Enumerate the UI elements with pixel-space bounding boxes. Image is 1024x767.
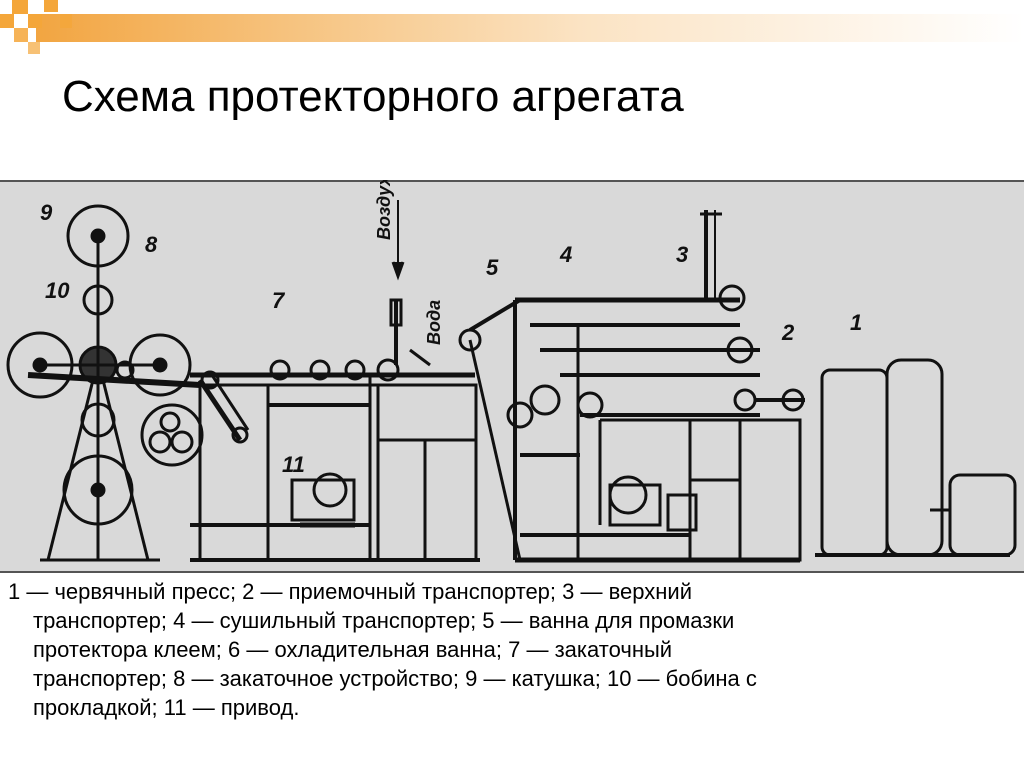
- drive: [290, 472, 356, 528]
- glue-bath: [458, 298, 561, 561]
- label-rolling-conveyor: 7: [272, 288, 286, 313]
- deco-square: [12, 0, 28, 14]
- slide-title: Схема протекторного агрегата: [62, 72, 684, 121]
- legend-line: транспортер; 4 — сушильный транспортер; …: [33, 608, 735, 633]
- rolling-device: [140, 370, 250, 467]
- label-drive: 11: [282, 452, 305, 477]
- label-upper-conveyor: 3: [676, 242, 688, 267]
- label-drying-conveyor: 4: [559, 242, 572, 267]
- legend-line: транспортер; 8 — закаточное устройство; …: [33, 666, 757, 691]
- label-glue-bath: 5: [486, 255, 499, 280]
- legend-line: 1 — червячный пресс; 2 — приемочный тран…: [8, 579, 692, 604]
- legend-caption: 1 — червячный пресс; 2 — приемочный тран…: [8, 577, 1008, 722]
- tread-unit-scheme: Воздух Вода 9 8 10 7 11 5 4 3 2 1 6: [0, 180, 1024, 573]
- label-press: 1: [850, 310, 862, 335]
- header-decoration: [0, 0, 1024, 60]
- air-label: Воздух: [374, 180, 394, 240]
- header-gradient-bar: [36, 14, 1024, 42]
- scheme-background: [0, 180, 1024, 573]
- conveyor-drive: [608, 475, 698, 532]
- worm-press: [815, 358, 1017, 557]
- winding-stand: [6, 204, 201, 562]
- label-bobbin: 10: [45, 278, 70, 303]
- label-receiving-conveyor: 2: [781, 320, 795, 345]
- cooling-bath: [376, 383, 478, 562]
- upper-conveyor: [700, 210, 722, 300]
- deco-square: [0, 14, 14, 28]
- deco-square: [60, 14, 72, 28]
- deco-square: [28, 42, 40, 54]
- deco-square: [28, 14, 42, 28]
- receiving-conveyor: [515, 388, 805, 563]
- water-label: Вода: [424, 300, 444, 345]
- deco-square: [14, 28, 28, 42]
- feed-pipes: [389, 200, 431, 367]
- legend-line: протектора клеем; 6 — охладительная ванн…: [33, 637, 673, 662]
- label-reel: 9: [40, 200, 53, 225]
- label-rolling-device: 8: [145, 232, 158, 257]
- legend-line: прокладкой; 11 — привод.: [33, 695, 300, 720]
- deco-square: [44, 0, 58, 12]
